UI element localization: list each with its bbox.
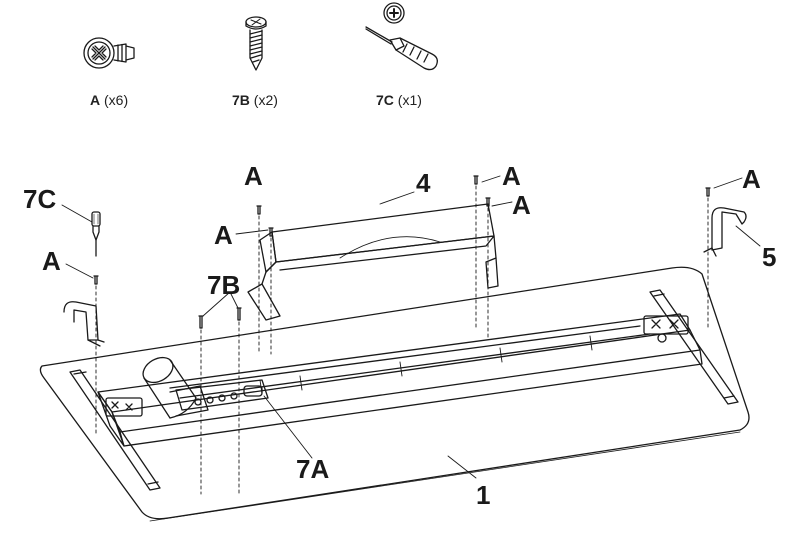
callout-a-right: A — [742, 164, 761, 194]
left-hook — [63, 301, 105, 347]
part-7b-qty: (x2) — [253, 92, 278, 108]
callout-7c: 7C — [23, 184, 57, 214]
part-a-code: A — [90, 92, 101, 108]
left-foot-bracket — [69, 369, 161, 491]
part-7b-code: 7B — [232, 92, 250, 108]
callout-a-top-left: A — [244, 161, 263, 191]
callout-7b: 7B — [207, 270, 241, 300]
callout-7a: 7A — [296, 454, 330, 484]
callout-5: 5 — [762, 242, 777, 272]
part-7c-caption: 7C (x1) — [376, 92, 422, 108]
callout-a-mid: A — [214, 220, 233, 250]
control-bracket — [175, 379, 269, 411]
leader-lines — [61, 175, 761, 479]
callout-a-top-right-1: A — [502, 161, 521, 191]
callout-a-left: A — [42, 246, 61, 276]
small-screws — [93, 175, 711, 329]
screwdriver-inline — [91, 211, 101, 257]
left-crossbar — [97, 391, 143, 447]
screwdriver-icon — [365, 2, 438, 71]
part-7c-qty: (x1) — [397, 92, 422, 108]
cover-bracket — [247, 203, 499, 321]
callout-a-top-right-2: A — [512, 190, 531, 220]
guide-lines — [95, 185, 709, 495]
right-foot-bracket — [649, 289, 739, 405]
cross-head-screw-icon — [83, 37, 135, 69]
right-crossbar — [643, 315, 689, 343]
part-a-qty: (x6) — [104, 92, 129, 108]
motor — [142, 356, 209, 419]
callout-4: 4 — [416, 168, 431, 198]
part-a-caption: A (x6) — [90, 92, 128, 108]
frame-rails — [97, 313, 703, 447]
right-hook-part-5 — [703, 207, 747, 257]
part-7c-code: 7C — [376, 92, 394, 108]
wood-screw-icon — [245, 16, 267, 71]
callout-1: 1 — [476, 480, 491, 510]
desktop-panel — [39, 266, 750, 522]
part-7b-caption: 7B (x2) — [232, 92, 278, 108]
